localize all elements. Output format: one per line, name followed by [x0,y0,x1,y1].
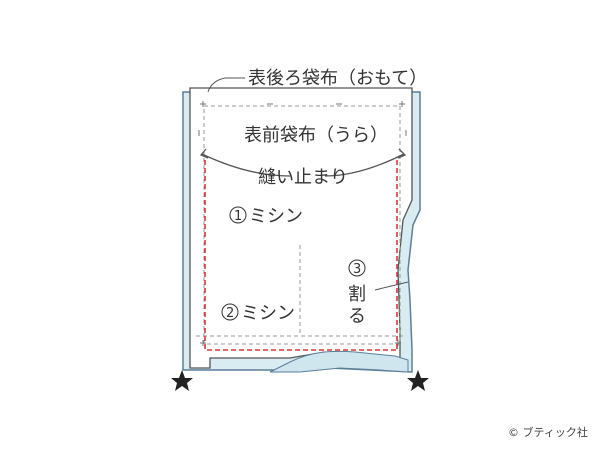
step1-circle [229,206,247,224]
step3-label-b: る [348,306,366,327]
step3-circle [348,259,366,277]
step1-number: 1 [234,209,242,224]
step3-leader [374,281,409,291]
seam-guide-inner [203,105,401,345]
step1-label: ミシン [249,206,303,227]
front-fabric-label: 表前袋布（うら） [244,125,388,146]
arrowhead-left [199,148,209,159]
step2-label: ミシン [241,303,295,324]
stop-point-label: 縫い止まり [258,167,348,188]
step3-label-a: 割 [348,284,366,305]
star-icon [171,370,193,391]
arrowhead-right [397,148,407,159]
alignment-marks [198,101,407,346]
credit-label: © ブティック社 [508,425,588,439]
step3-number: 3 [353,262,361,277]
back-fabric-leader-curve [207,77,226,93]
stop-point-arc [201,153,405,177]
step2-circle [221,303,239,321]
back-fabric-label: 表後ろ袋布（おもて） [248,68,427,89]
step2-number: 2 [226,306,234,321]
seam-allowance-bottom [269,350,409,373]
star-icon [407,370,429,391]
